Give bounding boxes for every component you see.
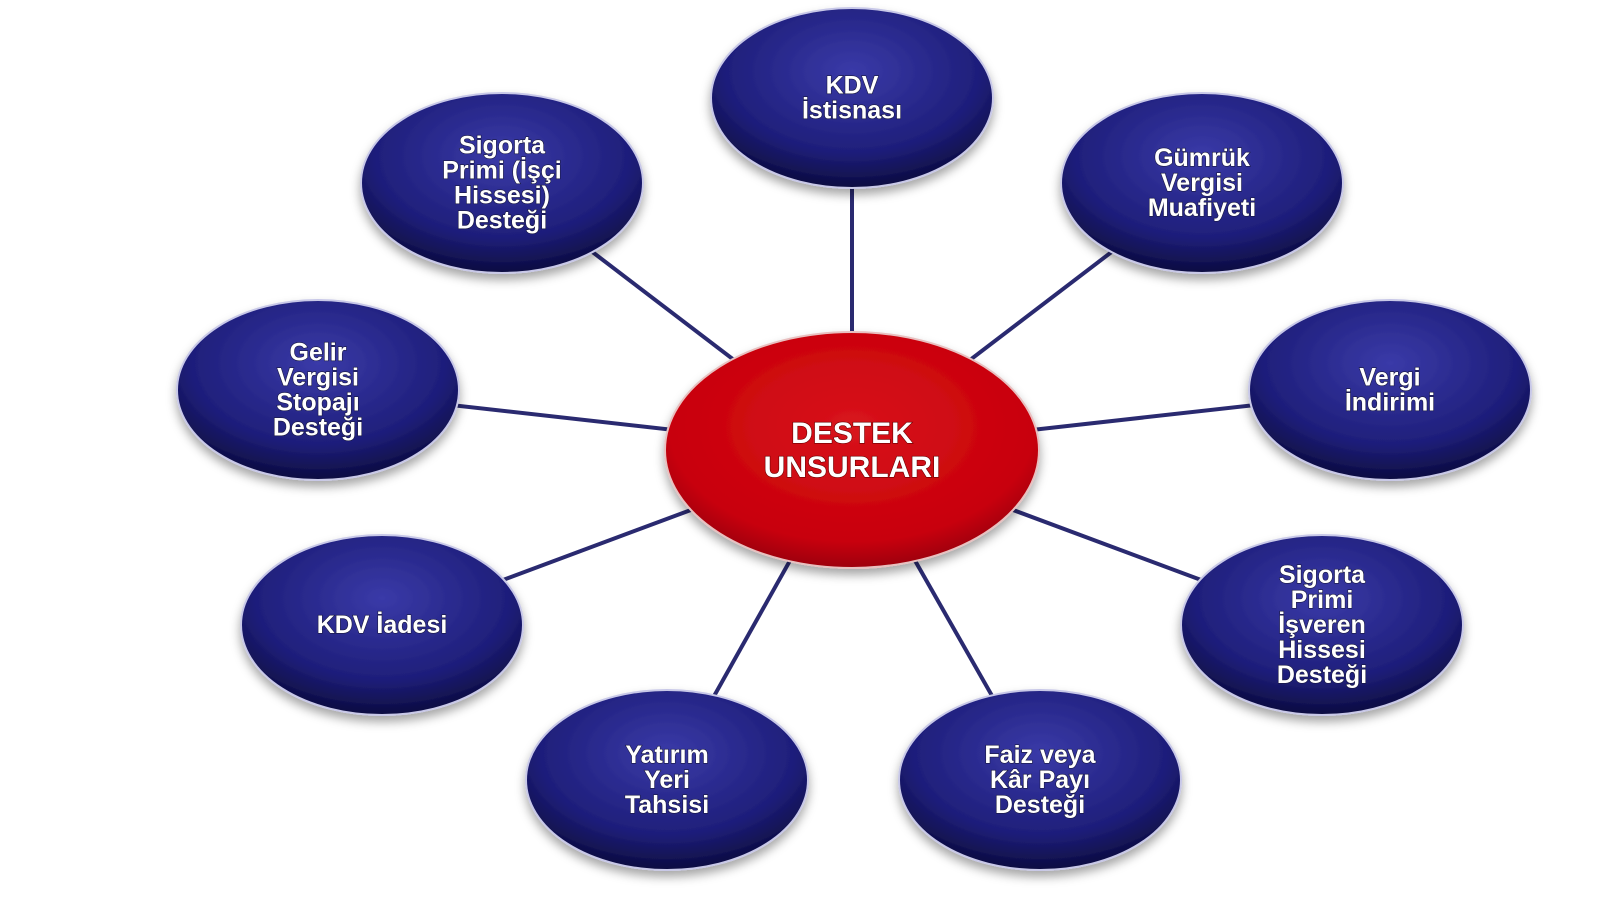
node-label-line: Yeri bbox=[644, 766, 690, 794]
node-label-line: Gümrük bbox=[1154, 144, 1250, 172]
node-label-line: KDV İadesi bbox=[317, 611, 448, 639]
node-label-line: Primi (İşçi bbox=[442, 157, 562, 185]
node-circle bbox=[525, 689, 809, 871]
node-label-line: Faiz veya bbox=[984, 741, 1096, 769]
node-kdv-iadesi: KDV İadesi bbox=[240, 534, 524, 716]
center-label-line: DESTEK bbox=[791, 417, 913, 450]
node-label-line: Sigorta bbox=[459, 132, 546, 160]
node-label-line: Desteği bbox=[273, 414, 363, 442]
node-circle bbox=[898, 689, 1182, 871]
node-label-line: İndirimi bbox=[1345, 389, 1435, 417]
node-label-line: Vergi bbox=[1359, 364, 1420, 392]
node-label: KDV İadesi bbox=[317, 611, 448, 639]
node-circle bbox=[360, 92, 644, 274]
node-label-line: Sigorta bbox=[1279, 561, 1366, 589]
node-label-line: Desteği bbox=[457, 207, 547, 235]
node-label-line: Primi bbox=[1291, 586, 1354, 614]
center-label-line: UNSURLARI bbox=[764, 451, 941, 484]
node-circle bbox=[1180, 534, 1464, 716]
node-circle bbox=[240, 534, 524, 716]
node-label-line: Muafiyeti bbox=[1148, 194, 1256, 222]
node-circle bbox=[176, 299, 460, 481]
node-circle bbox=[1248, 299, 1532, 481]
node-label-line: Stopajı bbox=[276, 389, 359, 417]
node-label-line: Tahsisi bbox=[625, 791, 709, 819]
node-label-line: KDV bbox=[826, 72, 879, 100]
node-label-line: Vergisi bbox=[1161, 169, 1243, 197]
node-label-line: Vergisi bbox=[277, 364, 359, 392]
node-label-line: İşveren bbox=[1278, 611, 1366, 639]
node-label-line: Desteği bbox=[1277, 661, 1367, 689]
node-circle bbox=[1060, 92, 1344, 274]
node-circle bbox=[710, 7, 994, 189]
node-label-line: Yatırım bbox=[625, 741, 708, 769]
node-label-line: Desteği bbox=[995, 791, 1085, 819]
node-label-line: Kâr Payı bbox=[990, 766, 1090, 794]
node-label-line: İstisnası bbox=[802, 97, 902, 125]
node-label-line: Gelir bbox=[290, 339, 347, 367]
center-circle bbox=[664, 331, 1040, 569]
node-label-line: Hissesi bbox=[1278, 636, 1366, 664]
node-label-line: Hissesi) bbox=[454, 182, 550, 210]
